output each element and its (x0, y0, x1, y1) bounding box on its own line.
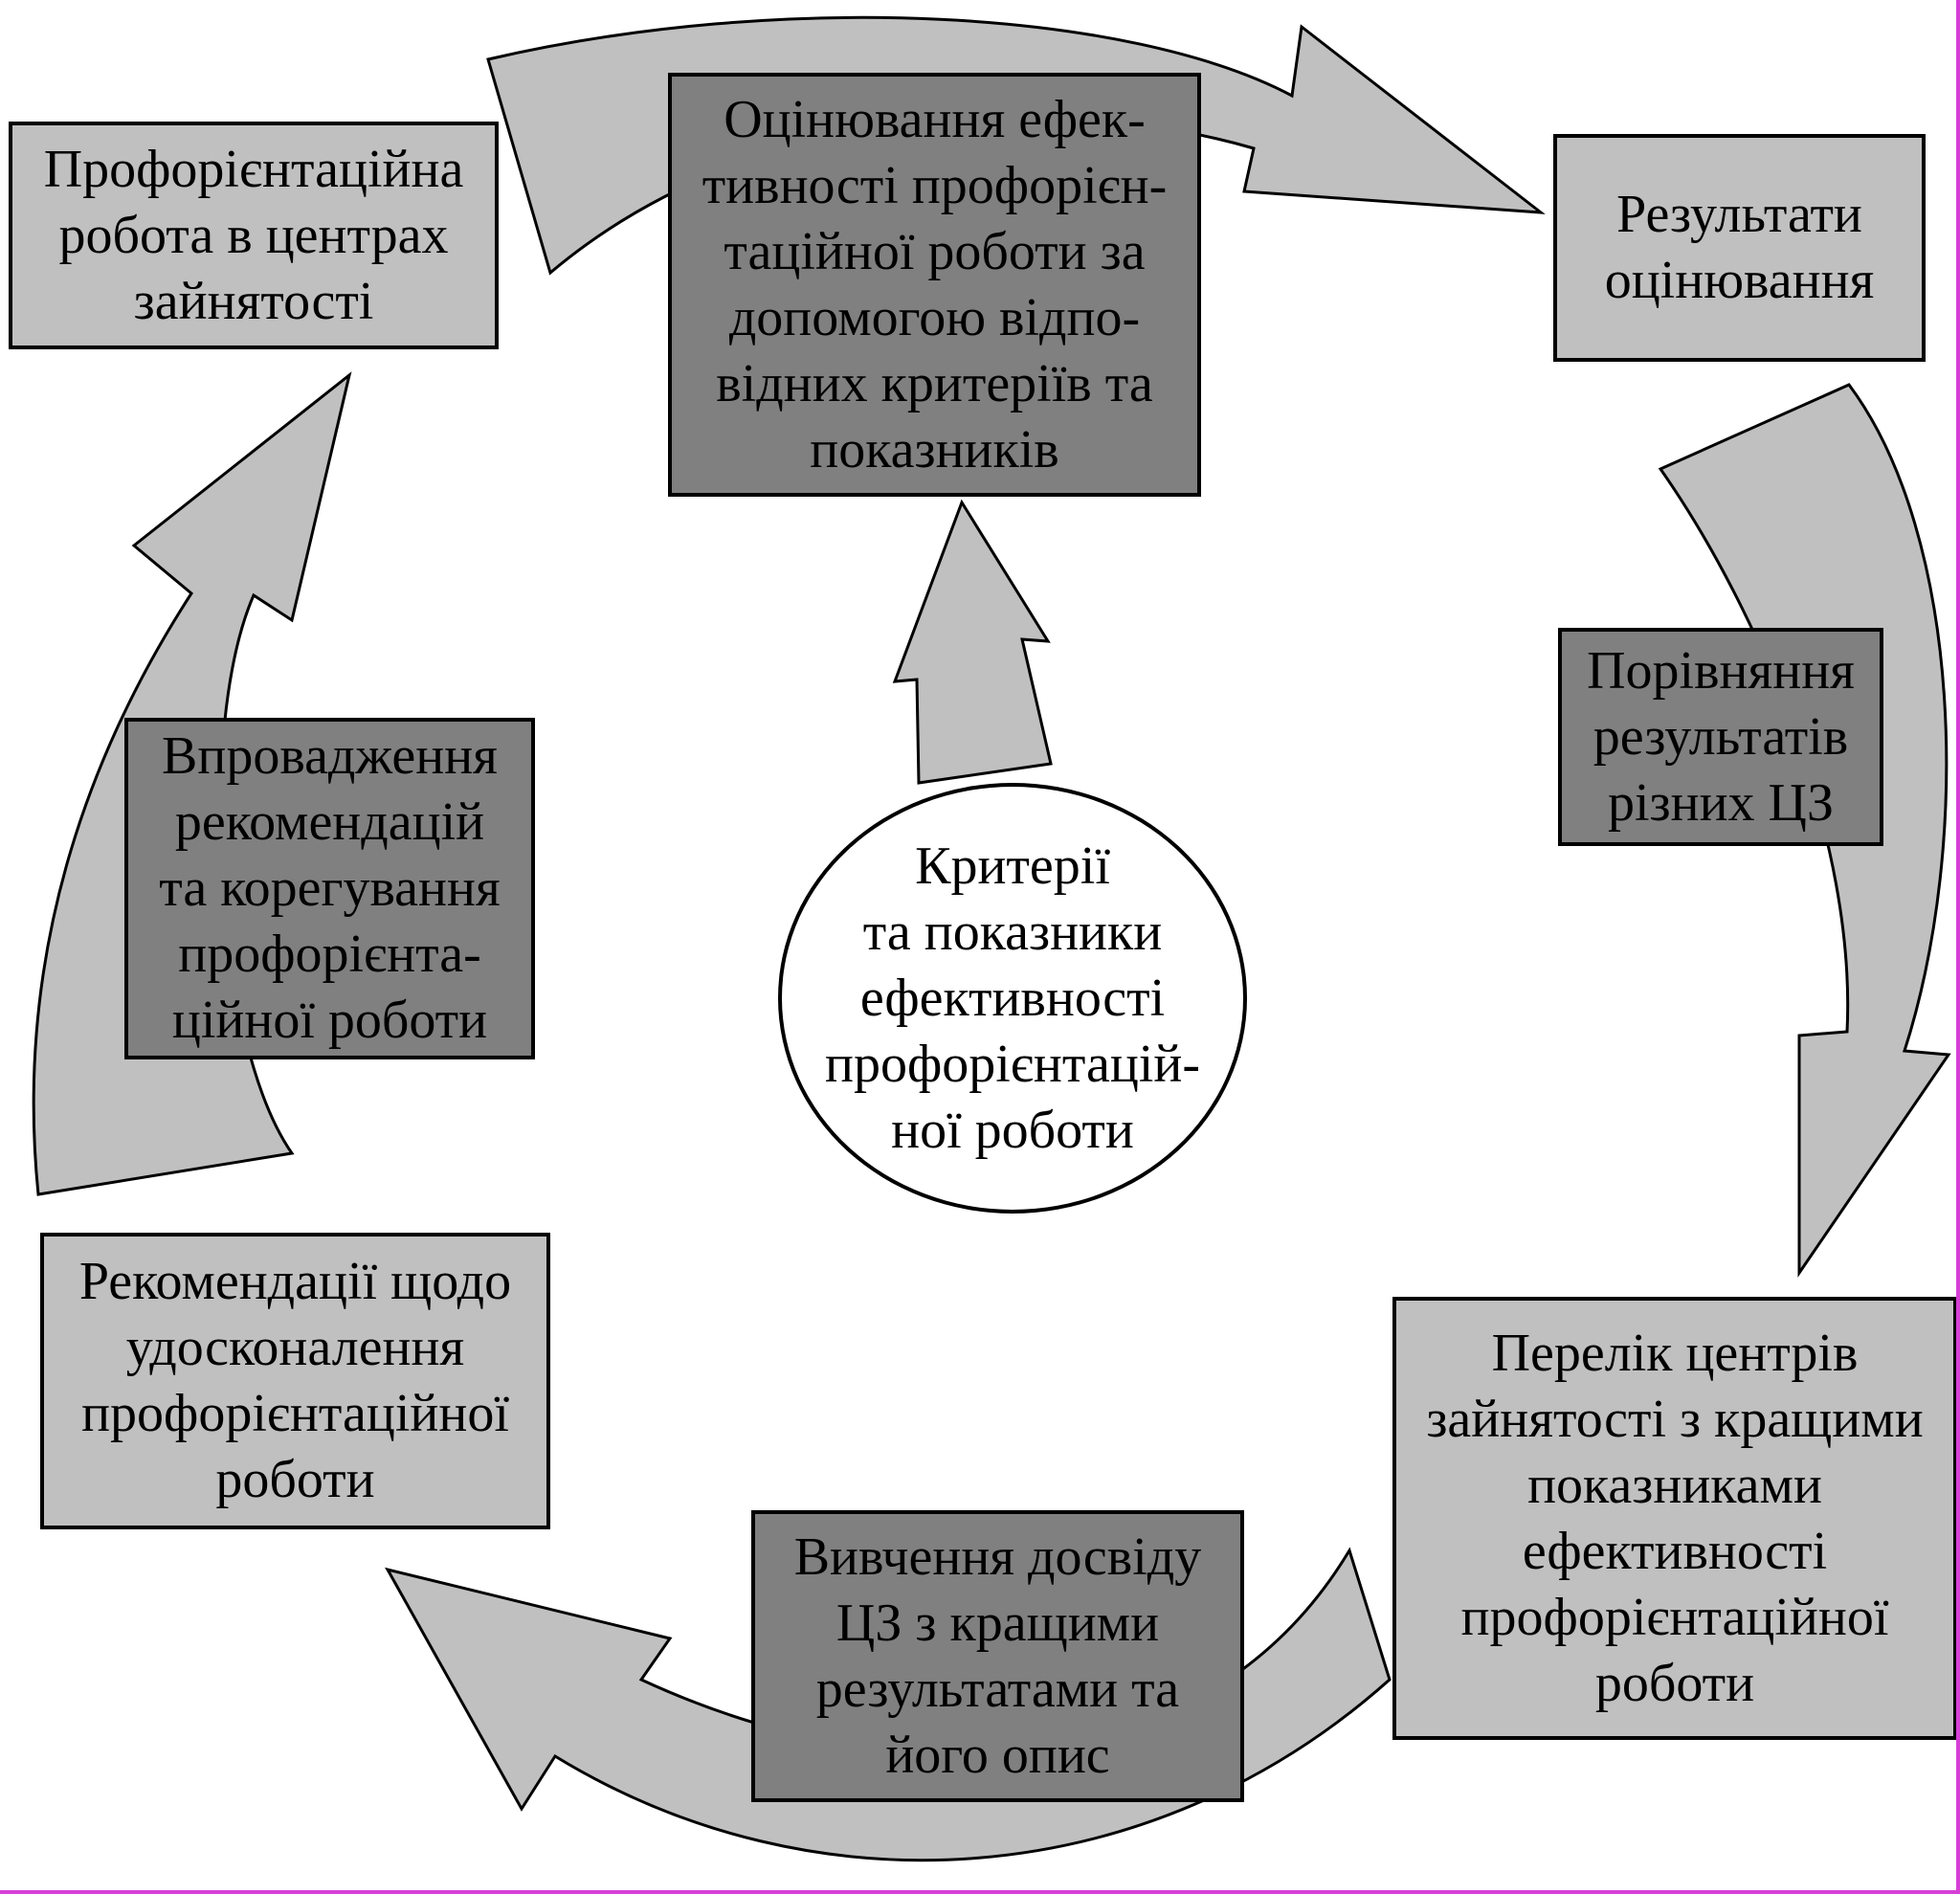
node-implementation-of-recommendations: Впровадження рекомендацій та корегування… (124, 718, 535, 1059)
center-criteria-circle: Критерії та показники ефективності профо… (778, 783, 1247, 1214)
node-evaluation-results: Результати оцінювання (1553, 134, 1926, 362)
node-best-centers-list: Перелік центрів зайнятості з кращими пок… (1392, 1297, 1957, 1740)
frame-edge-right (1956, 0, 1960, 1894)
node-improvement-recommendations: Рекомендації щодо удосконалення профоріє… (40, 1233, 550, 1529)
node-comparison-of-results: Порівняння результатів різних ЦЗ (1558, 628, 1883, 846)
node-career-guidance-work: Профорієнтаційна робота в центрах зайнят… (9, 122, 499, 349)
node-effectiveness-evaluation: Оцінювання ефек- тивності профорієн- тац… (668, 73, 1201, 497)
frame-edge-bottom (0, 1890, 1960, 1894)
arrow-center (892, 499, 1053, 785)
node-study-of-experience: Вивчення досвіду ЦЗ з кращими результата… (751, 1510, 1244, 1802)
